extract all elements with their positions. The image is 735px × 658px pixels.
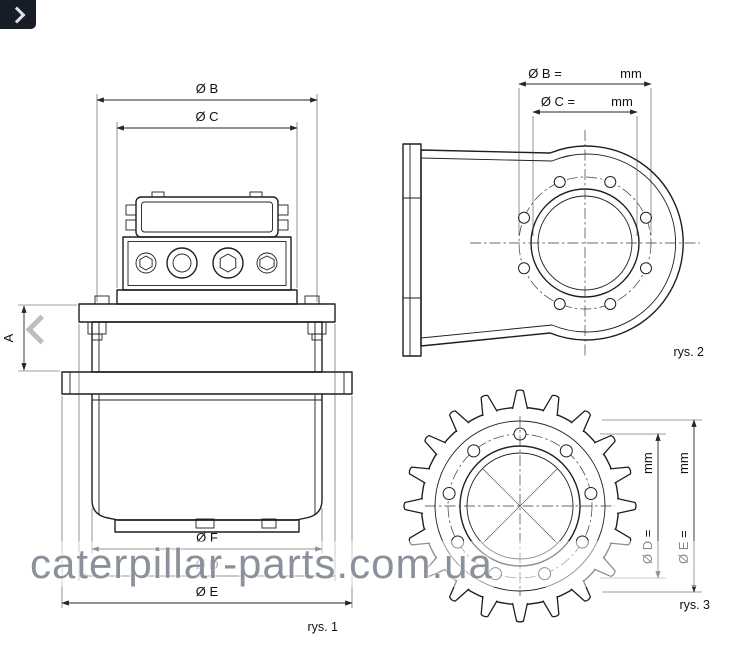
bolt-hole [467,444,481,458]
figure-2-motor-side-view: Ø B = mm Ø C = mm rys. 2 [402,66,704,359]
base-plug [261,518,277,529]
tab-bolt [91,333,103,341]
sprocket-tooth [403,497,424,515]
carousel-prev-arrow-icon[interactable] [22,312,52,346]
hydraulic-port [166,247,198,279]
base-plug [195,518,215,529]
dim-unit-b2: mm [620,66,642,81]
hex-plug [256,252,278,274]
flange-tab-left [87,321,107,335]
figure-3-caption: rys. 3 [679,598,710,612]
sprocket-tooth [511,602,529,623]
hydraulic-port [212,247,244,279]
port-block [122,236,292,291]
sprocket-tooth [445,407,470,433]
sprocket-tooth [570,407,595,433]
dim-unit-c2: mm [611,94,633,109]
drum-base [114,519,300,533]
sprocket-tooth [511,389,529,410]
flange-tab-right [307,321,327,335]
sprocket-tooth [476,392,498,417]
housing-outline [420,145,684,347]
dim-label-a: A [1,333,16,342]
cap-rib [277,204,289,216]
cap-lug-right [249,191,263,198]
motor-top-cap-inner [141,201,273,233]
bolt-hole [604,176,617,189]
bolt-hole [584,487,598,500]
bolt-hole [553,297,566,310]
watermark-band: caterpillar-parts.com.ua [0,540,735,587]
sprocket-tooth [476,595,498,620]
hydraulic-port-hex [219,253,237,273]
hydraulic-port-inner [172,253,192,273]
bolt-hole [553,176,566,189]
sprocket-tooth [406,462,431,484]
sprocket-ring [61,371,353,395]
cap-rib [277,219,289,231]
sprocket-tooth [616,497,637,515]
watermark-text: caterpillar-parts.com.ua [30,540,493,587]
bolt-hole [442,487,456,500]
sprocket-tooth [609,462,634,484]
sprocket-tooth [542,595,564,620]
dim-label-b: Ø B [196,81,218,96]
sprocket-tooth [542,392,564,417]
housing-flange [402,143,422,357]
bore-diagonal [482,468,558,544]
bolt-hole [518,211,531,224]
bolt-hole [639,211,652,224]
motor-body [91,321,323,373]
bolt-hole [518,262,531,275]
sprocket-tooth [593,431,619,456]
dim-label-c2: Ø C = [541,94,575,109]
bolt-hole [559,444,573,458]
bolt-hole [604,297,617,310]
sprocket-teeth [403,389,637,623]
housing-inner-line [420,153,676,339]
tab-bolt [311,333,323,341]
cap-rib [125,204,137,216]
figure-1-caption: rys. 1 [307,620,338,634]
motor-drum [91,394,323,521]
bolt-hole [639,262,652,275]
dim-label-c: Ø C [195,109,218,124]
cap-lug-left [151,191,165,198]
port-block-inner [127,241,287,286]
dim-unit-d3: mm [640,452,655,474]
motor-step [116,289,298,305]
figure-2-caption: rys. 2 [673,345,704,359]
dim-label-b2: Ø B = [528,66,562,81]
dim-label-e: Ø E [196,584,219,599]
mounting-flange [78,303,336,323]
dim-unit-e3: mm [676,452,691,474]
cap-rib [125,219,137,231]
hex-plug-hex [139,255,153,271]
motor-top-cap [135,196,279,238]
hex-plug [135,252,157,274]
site-logo [0,0,36,29]
hex-plug-hex [259,255,275,271]
sprocket-tooth [421,431,447,456]
